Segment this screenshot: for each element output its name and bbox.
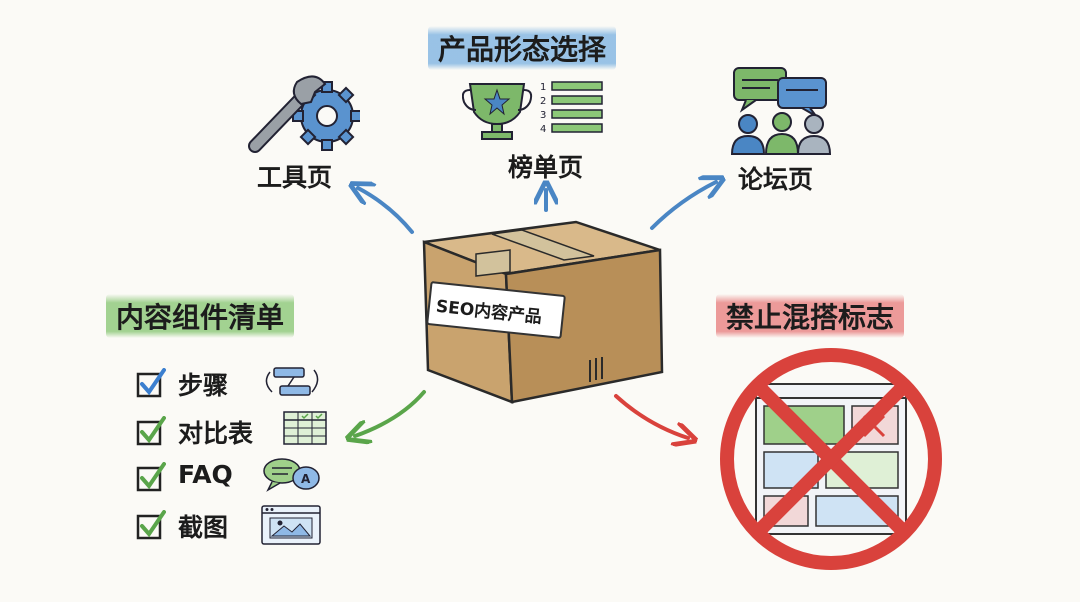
box-label-text: SEO内容产品 xyxy=(434,296,543,328)
list-item-label: 步骤 xyxy=(178,371,229,400)
prohibited-mix-heading: 禁止混搭标志 xyxy=(716,294,905,338)
checkbox-checked-icon xyxy=(136,416,166,446)
product-form-heading: 产品形态选择 xyxy=(428,26,617,70)
list-item: FAQ A xyxy=(136,456,346,496)
svg-text:3: 3 xyxy=(540,110,546,121)
list-item-label: FAQ xyxy=(178,460,233,489)
svg-text:1: 1 xyxy=(540,82,546,93)
list-item: 截图 xyxy=(136,504,346,545)
svg-text:A: A xyxy=(301,472,311,486)
list-item: 对比表 xyxy=(136,410,346,450)
checkbox-checked-icon xyxy=(136,462,166,492)
svg-text:2: 2 xyxy=(540,96,546,107)
faq-speech-bubbles-icon: A xyxy=(263,458,320,492)
list-item: 步骤 xyxy=(136,362,346,402)
svg-text:4: 4 xyxy=(540,124,546,135)
steps-flow-icon xyxy=(265,367,319,396)
arrow-to-forum-page xyxy=(650,182,716,230)
wrench-gear-icon xyxy=(248,75,360,153)
arrow-to-components xyxy=(355,390,426,436)
checkbox-checked-icon xyxy=(136,510,166,540)
checkbox-checked-icon xyxy=(136,368,166,398)
content-components-heading: 内容组件清单 xyxy=(106,294,295,338)
prohibited-mixed-layout-icon xyxy=(720,348,942,570)
screenshot-image-icon xyxy=(261,505,321,545)
forum-chat-people-icon xyxy=(730,67,832,155)
list-item-label: 截图 xyxy=(178,513,229,542)
branch-label-forum-page: 论坛页 xyxy=(738,165,814,194)
branch-label-ranking-page: 榜单页 xyxy=(508,153,584,182)
list-item-label: 对比表 xyxy=(178,419,254,448)
arrow-to-prohibited xyxy=(614,394,688,438)
arrow-to-tool-page xyxy=(358,188,414,234)
trophy-ranking-icon: 1 2 3 4 xyxy=(462,81,603,140)
branch-label-tool-page: 工具页 xyxy=(257,163,333,192)
comparison-table-icon xyxy=(283,411,327,445)
